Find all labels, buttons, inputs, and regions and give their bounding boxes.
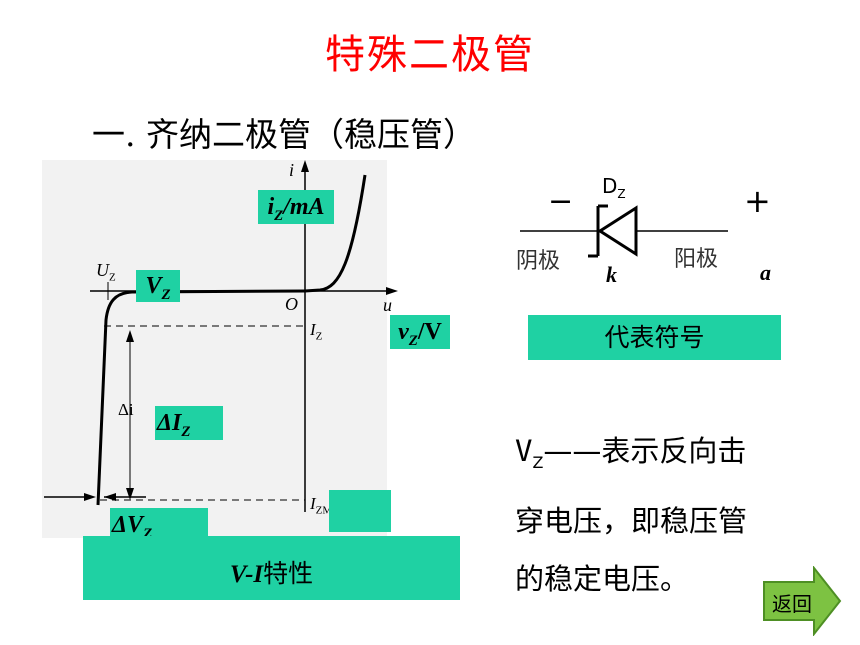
- back-arrow-icon: [763, 565, 842, 637]
- izm-label: IZM: [310, 494, 333, 517]
- back-button-label: 返回: [772, 592, 812, 616]
- u-axis-label: u: [383, 295, 392, 315]
- delta-i-label: Δi: [118, 400, 134, 419]
- diode-triangle: [597, 205, 638, 257]
- vi-caption-box: V-I特性: [83, 536, 460, 600]
- delta-iz-label: ΔIZ: [155, 406, 223, 440]
- i-axis-label: i: [289, 160, 295, 180]
- uz-label: UZ: [96, 260, 116, 284]
- dz-label: DZ: [602, 174, 626, 201]
- description-line-3: 的稳定电压。: [515, 561, 690, 596]
- section-heading: 一. 齐纳二极管（稳压管）: [92, 115, 476, 154]
- forward-curve: [304, 174, 367, 293]
- description-line-1: VZ——表示反向击: [515, 434, 747, 472]
- minus-sign: −: [548, 184, 574, 219]
- plus-sign: +: [744, 182, 771, 220]
- cathode-label: 阴极: [516, 249, 561, 274]
- reverse-curve: [96, 289, 306, 506]
- izm-cover-box: [329, 490, 391, 532]
- anode-label: 阳极: [674, 247, 719, 272]
- vz-v-label: vZ/V: [390, 315, 450, 349]
- page-title: 特殊二极管: [325, 32, 535, 78]
- description-line-2: 穿电压，即稳压管: [515, 503, 748, 538]
- iz-ma-label: iZ/mA: [258, 190, 334, 224]
- vz-label: VZ: [136, 270, 180, 303]
- cathode-k-label: k: [606, 262, 617, 287]
- anode-a-label: a: [760, 260, 771, 285]
- u-axis-arrow: [386, 287, 398, 295]
- graph-background: [42, 160, 387, 538]
- symbol-caption: 代表符号: [528, 315, 781, 360]
- iz-label: IZ: [310, 320, 323, 343]
- i-axis-arrow: [301, 160, 309, 172]
- origin-label: O: [285, 294, 298, 314]
- back-button[interactable]: 返回: [762, 565, 842, 637]
- description-text: VZ——表示反向击 穿电压，即稳压管 的稳定电压。: [515, 422, 795, 608]
